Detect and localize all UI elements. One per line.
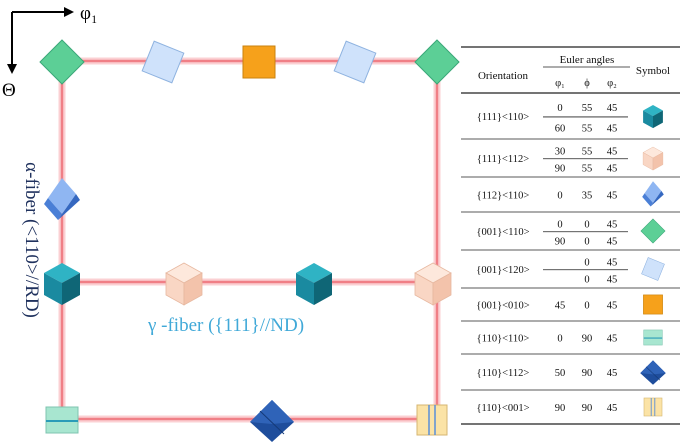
symbol-111-110-middle: [296, 263, 332, 305]
row-euler-value: 30: [555, 146, 566, 157]
row-euler-value: 0: [584, 237, 589, 248]
symbol-110-110-bottom-left: [45, 406, 79, 434]
row-orientation: {001}<010>: [476, 301, 530, 312]
symbol-001-010-top: [242, 45, 276, 79]
row-euler-value: 50: [555, 368, 566, 379]
row-orientation: {112}<110>: [477, 191, 530, 202]
row-euler-value: 90: [582, 368, 593, 379]
row-euler-value: 90: [555, 237, 566, 248]
frame-symbols: [39, 39, 460, 443]
row-orientation: {111}<112>: [477, 154, 529, 165]
symbol-001-110-top-right: [414, 39, 460, 85]
row-euler-value: 90: [555, 164, 566, 175]
row-euler-value: 45: [607, 124, 618, 135]
header-phi: ϕ: [584, 78, 590, 89]
row-symbol-icon: [643, 105, 663, 129]
row-euler-value: 0: [584, 301, 589, 312]
row-euler-value: 55: [582, 164, 593, 175]
symbol-112-110-left: [44, 178, 80, 220]
header-euler-angles: Euler angles: [560, 54, 615, 66]
row-orientation: {110}<001>: [476, 403, 529, 414]
row-orientation: {001}<120>: [476, 265, 530, 276]
row-symbol-icon: [641, 257, 665, 281]
phi1-axis-label: φ₁: [80, 3, 98, 24]
theta-axis-label: Θ: [2, 80, 16, 101]
row-euler-value: 45: [607, 146, 618, 157]
symbol-001-110-top-left: [39, 39, 85, 85]
row-euler-value: 45: [607, 219, 618, 230]
symbol-110-112-bottom: [249, 399, 295, 443]
row-symbol-icon: [643, 397, 663, 417]
row-orientation: {110}<110>: [477, 334, 530, 345]
row-euler-value: 45: [607, 403, 618, 414]
row-euler-value: 90: [555, 403, 566, 414]
row-euler-value: 55: [582, 146, 593, 157]
row-euler-value: 0: [557, 219, 562, 230]
symbol-111-110-left: [44, 263, 80, 305]
row-euler-value: 45: [607, 237, 618, 248]
row-orientation: {110}<112>: [477, 368, 530, 379]
row-euler-value: 45: [607, 191, 618, 202]
symbol-111-112-right: [414, 262, 452, 306]
row-euler-value: 90: [582, 403, 593, 414]
row-euler-value: 0: [557, 334, 562, 345]
row-euler-value: 45: [607, 103, 618, 114]
row-symbol-icon: [643, 294, 663, 315]
row-euler-value: 45: [607, 334, 618, 345]
alpha-fiber-label: α-fiber (<110>//RD): [21, 162, 42, 318]
row-symbol-icon: [643, 329, 663, 346]
row-symbol-icon: [639, 360, 667, 386]
row-euler-value: 45: [607, 368, 618, 379]
row-euler-value: 45: [607, 275, 618, 286]
row-symbol-icon: [640, 218, 666, 244]
row-euler-value: 0: [557, 103, 562, 114]
row-euler-value: 55: [582, 103, 593, 114]
header-phi1: φ₁: [555, 78, 565, 89]
row-euler-value: 0: [584, 257, 589, 268]
symbol-110-001-bottom-right: [416, 404, 448, 436]
symbol-001-120-top: [141, 40, 185, 84]
row-euler-value: 90: [582, 334, 593, 345]
axis-arrows: [7, 7, 74, 74]
header-symbol: Symbol: [636, 65, 670, 77]
orientation-table: Orientation Euler angles φ₁ ϕ φ₂ Symbol {111}<…: [461, 46, 680, 425]
gamma-fiber-label: γ -fiber ({111}//ND): [147, 315, 304, 336]
row-orientation: {001}<110>: [476, 227, 529, 238]
row-euler-value: 55: [582, 124, 593, 135]
row-symbol-icon: [642, 181, 664, 207]
row-euler-value: 45: [555, 301, 566, 312]
row-euler-value: 0: [557, 191, 562, 202]
row-euler-value: 60: [555, 124, 566, 135]
row-euler-value: 0: [584, 219, 589, 230]
header-orientation: Orientation: [478, 70, 529, 82]
row-euler-value: 0: [584, 275, 589, 286]
row-euler-value: 35: [582, 191, 593, 202]
row-euler-value: 45: [607, 164, 618, 175]
row-orientation: {111}<110>: [477, 112, 529, 123]
row-symbol-icon: [642, 146, 664, 171]
row-euler-value: 45: [607, 301, 618, 312]
orientation-frame: [58, 57, 441, 423]
symbol-001-120-top-right: [333, 40, 377, 84]
header-phi2: φ₂: [607, 78, 617, 89]
row-euler-value: 45: [607, 257, 618, 268]
symbol-111-112-middle: [165, 262, 203, 306]
